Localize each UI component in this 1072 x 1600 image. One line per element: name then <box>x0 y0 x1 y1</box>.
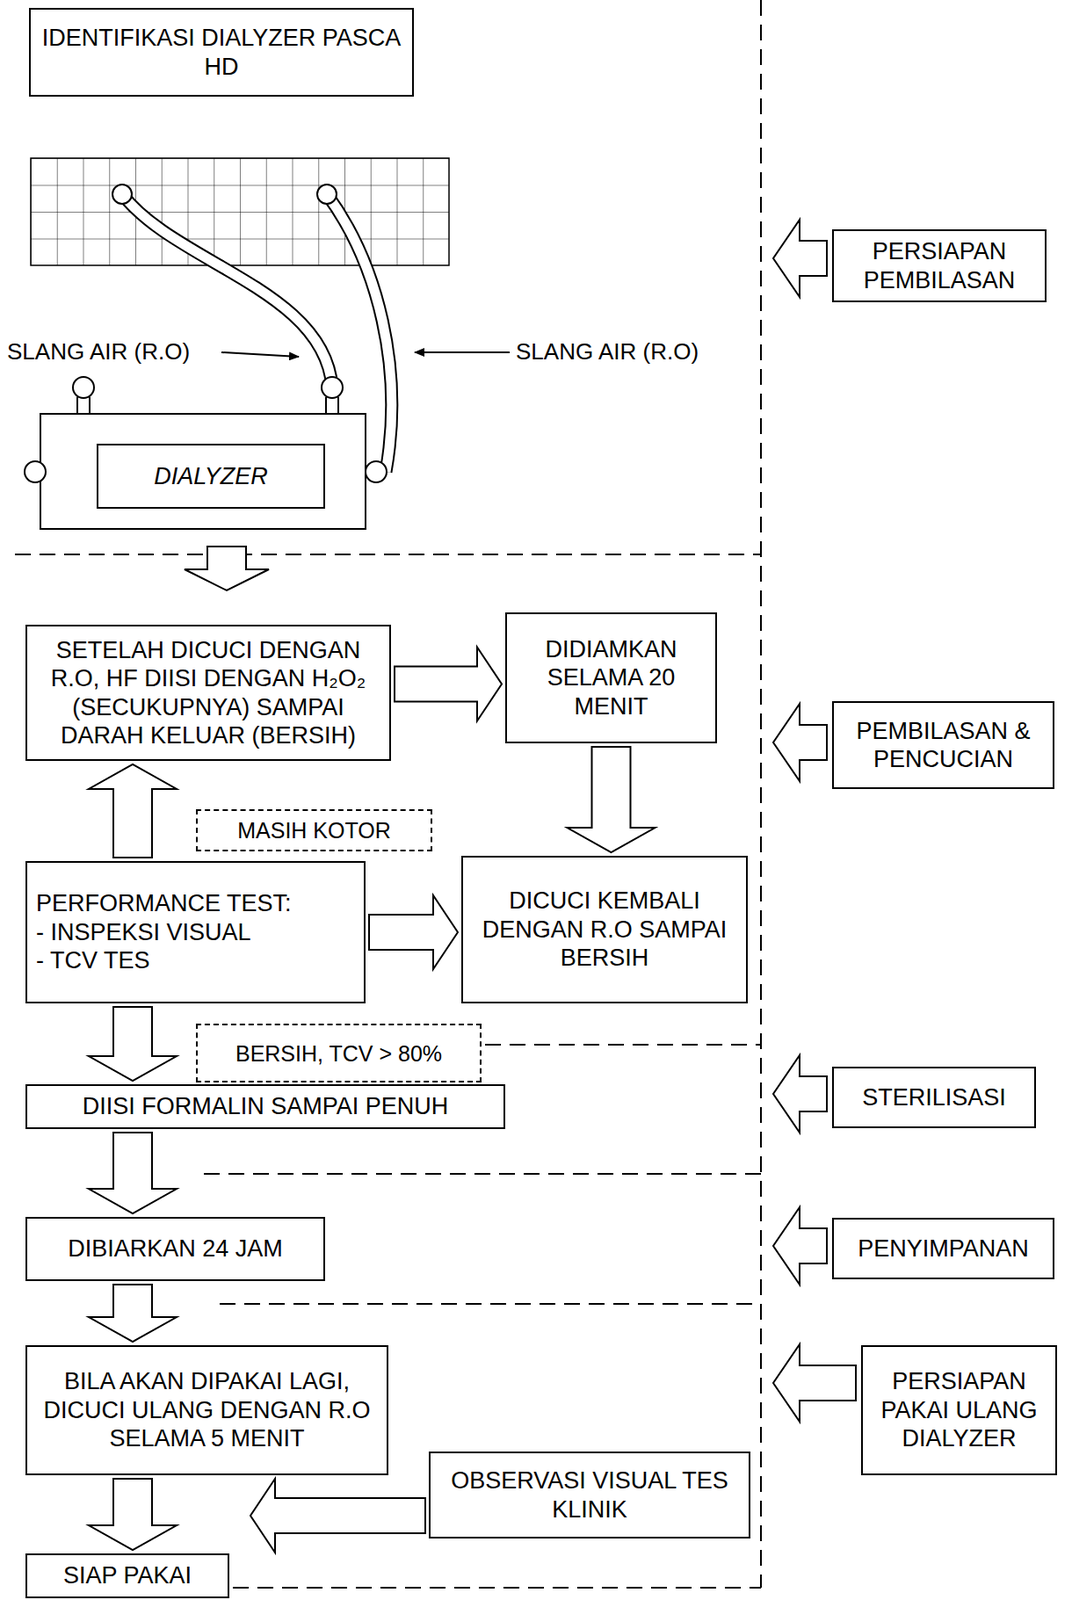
process-box: PERFORMANCE TEST:- INSPEKSI VISUAL- TCV … <box>25 861 366 1004</box>
box-text: SETELAH DICUCI DENGAN R.O, HF DIISI DENG… <box>36 636 381 751</box>
phase-box: PEMBILASAN & PENCUCIAN <box>832 701 1055 790</box>
box-text: - TCV TES <box>36 946 151 975</box>
title-box: IDENTIFIKASI DIALYZER PASCA HD <box>28 7 414 97</box>
leader-arrow <box>221 352 299 357</box>
flow-arrow-body <box>88 1284 177 1342</box>
flow-arrow-body <box>394 647 502 722</box>
box-text: PERSIAPAN PAKAI ULANG DIALYZER <box>871 1367 1047 1453</box>
box-text: STERILISASI <box>861 1083 1007 1112</box>
phase-arrow <box>773 703 827 782</box>
box-text: DIISI FORMALIN SAMPAI PENUH <box>82 1092 450 1121</box>
flow-arrow-body <box>369 895 458 970</box>
box-text: DIDIAMKAN SELAMA 20 MENIT <box>515 635 707 721</box>
box-text: MASIH KOTOR <box>237 817 392 844</box>
flow-arrow <box>88 764 177 858</box>
box-text: BILA AKAN DIPAKAI LAGI, DICUCI ULANG DEN… <box>36 1367 378 1453</box>
flow-arrow <box>394 647 502 722</box>
process-box: OBSERVASI VISUAL TES KLINIK <box>428 1451 751 1539</box>
flow-arrow-body <box>567 746 656 853</box>
box-text: BERSIH, TCV > 80% <box>235 1040 442 1067</box>
phase-box: PENYIMPANAN <box>832 1217 1055 1280</box>
box-text: DICUCI KEMBALI DENGAN R.O SAMPAI BERSIH <box>471 886 738 972</box>
process-box: DIBIARKAN 24 JAM <box>25 1216 326 1282</box>
condition-box: MASIH KOTOR <box>195 809 433 852</box>
dialyzer-label: DIALYZER <box>96 443 326 509</box>
flow-arrow <box>567 746 656 853</box>
phase-arrow <box>773 1055 827 1133</box>
box-text: PERSIAPAN PEMBILASAN <box>842 237 1036 295</box>
process-box: DIDIAMKAN SELAMA 20 MENIT <box>505 612 718 744</box>
flow-arrow-body <box>88 1132 177 1214</box>
box-text: PENYIMPANAN <box>857 1234 1029 1263</box>
process-box: DIISI FORMALIN SAMPAI PENUH <box>25 1084 506 1130</box>
phase-box: PERSIAPAN PEMBILASAN <box>832 229 1047 303</box>
phase-separator <box>14 0 761 1588</box>
flow-arrow-body <box>88 1006 177 1081</box>
rack-grid <box>30 158 450 266</box>
box-text: - INSPEKSI VISUAL <box>36 918 252 947</box>
box-text: DIALYZER <box>153 462 268 491</box>
condition-box: BERSIH, TCV > 80% <box>195 1023 482 1083</box>
phase-box: STERILISASI <box>832 1066 1036 1129</box>
phase-arrow <box>773 219 827 297</box>
phase-arrow <box>773 1207 827 1285</box>
process-box: DICUCI KEMBALI DENGAN R.O SAMPAI BERSIH <box>461 855 748 1004</box>
box-text: PERFORMANCE TEST: <box>36 889 292 918</box>
flow-arrow-body <box>88 764 177 858</box>
flow-arrow <box>88 1132 177 1214</box>
flow-arrow <box>88 1284 177 1342</box>
box-text: DIBIARKAN 24 JAM <box>67 1234 283 1263</box>
leader-arrow <box>414 351 510 354</box>
flow-arrow <box>184 546 269 591</box>
box-text: PEMBILASAN & PENCUCIAN <box>842 717 1044 775</box>
box-text: SIAP PAKAI <box>63 1561 192 1590</box>
hose-label: SLANG AIR (R.O) <box>514 338 701 366</box>
phase-box: PERSIAPAN PAKAI ULANG DIALYZER <box>861 1345 1058 1476</box>
process-box: SETELAH DICUCI DENGAN R.O, HF DIISI DENG… <box>25 624 392 761</box>
dialyzer-body <box>24 376 387 529</box>
phase-arrow <box>773 1344 856 1422</box>
process-box: BILA AKAN DIPAKAI LAGI, DICUCI ULANG DEN… <box>25 1345 389 1476</box>
flow-arrow <box>369 895 458 970</box>
end-box: SIAP PAKAI <box>25 1553 230 1599</box>
flow-arrow-body <box>88 1478 177 1551</box>
hose-holders <box>112 184 337 204</box>
flow-arrow <box>88 1006 177 1081</box>
hose-label: SLANG AIR (R.O) <box>5 338 192 366</box>
flow-arrow-body <box>250 1478 426 1553</box>
box-text: IDENTIFIKASI DIALYZER PASCA HD <box>39 23 404 81</box>
flow-arrow <box>88 1478 177 1551</box>
box-text: OBSERVASI VISUAL TES KLINIK <box>439 1466 740 1524</box>
flow-arrow <box>250 1478 426 1553</box>
